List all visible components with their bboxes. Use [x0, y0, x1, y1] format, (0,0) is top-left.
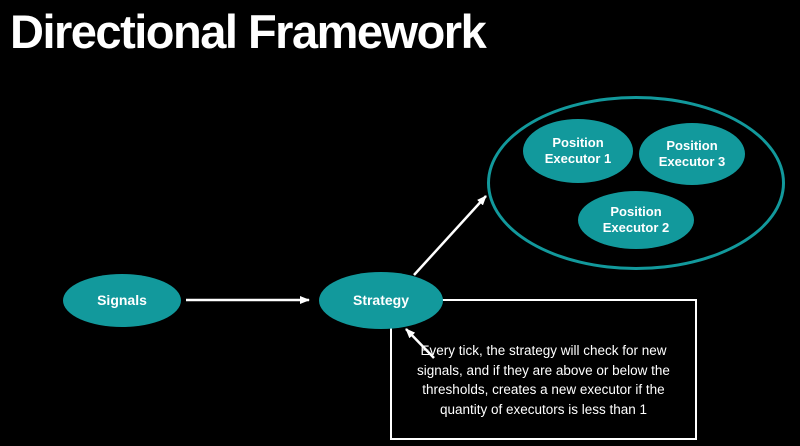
node-position-executor-2: Position Executor 2	[578, 191, 694, 249]
node-label: Position Executor 3	[658, 138, 726, 169]
note-text: Every tick, the strategy will check for …	[417, 343, 670, 417]
node-signals: Signals	[63, 274, 181, 327]
page-title: Directional Framework	[10, 5, 487, 58]
node-label: Signals	[97, 292, 147, 309]
node-label: Strategy	[352, 292, 410, 309]
note-box: Every tick, the strategy will check for …	[390, 299, 697, 440]
node-label: Position Executor 1	[544, 135, 612, 166]
executor-group-ellipse	[487, 96, 785, 270]
arrow-strategy-to-executors	[413, 195, 487, 276]
node-position-executor-3: Position Executor 3	[639, 123, 745, 185]
node-strategy: Strategy	[319, 272, 443, 329]
node-label: Position Executor 2	[602, 204, 670, 235]
node-position-executor-1: Position Executor 1	[523, 119, 633, 183]
